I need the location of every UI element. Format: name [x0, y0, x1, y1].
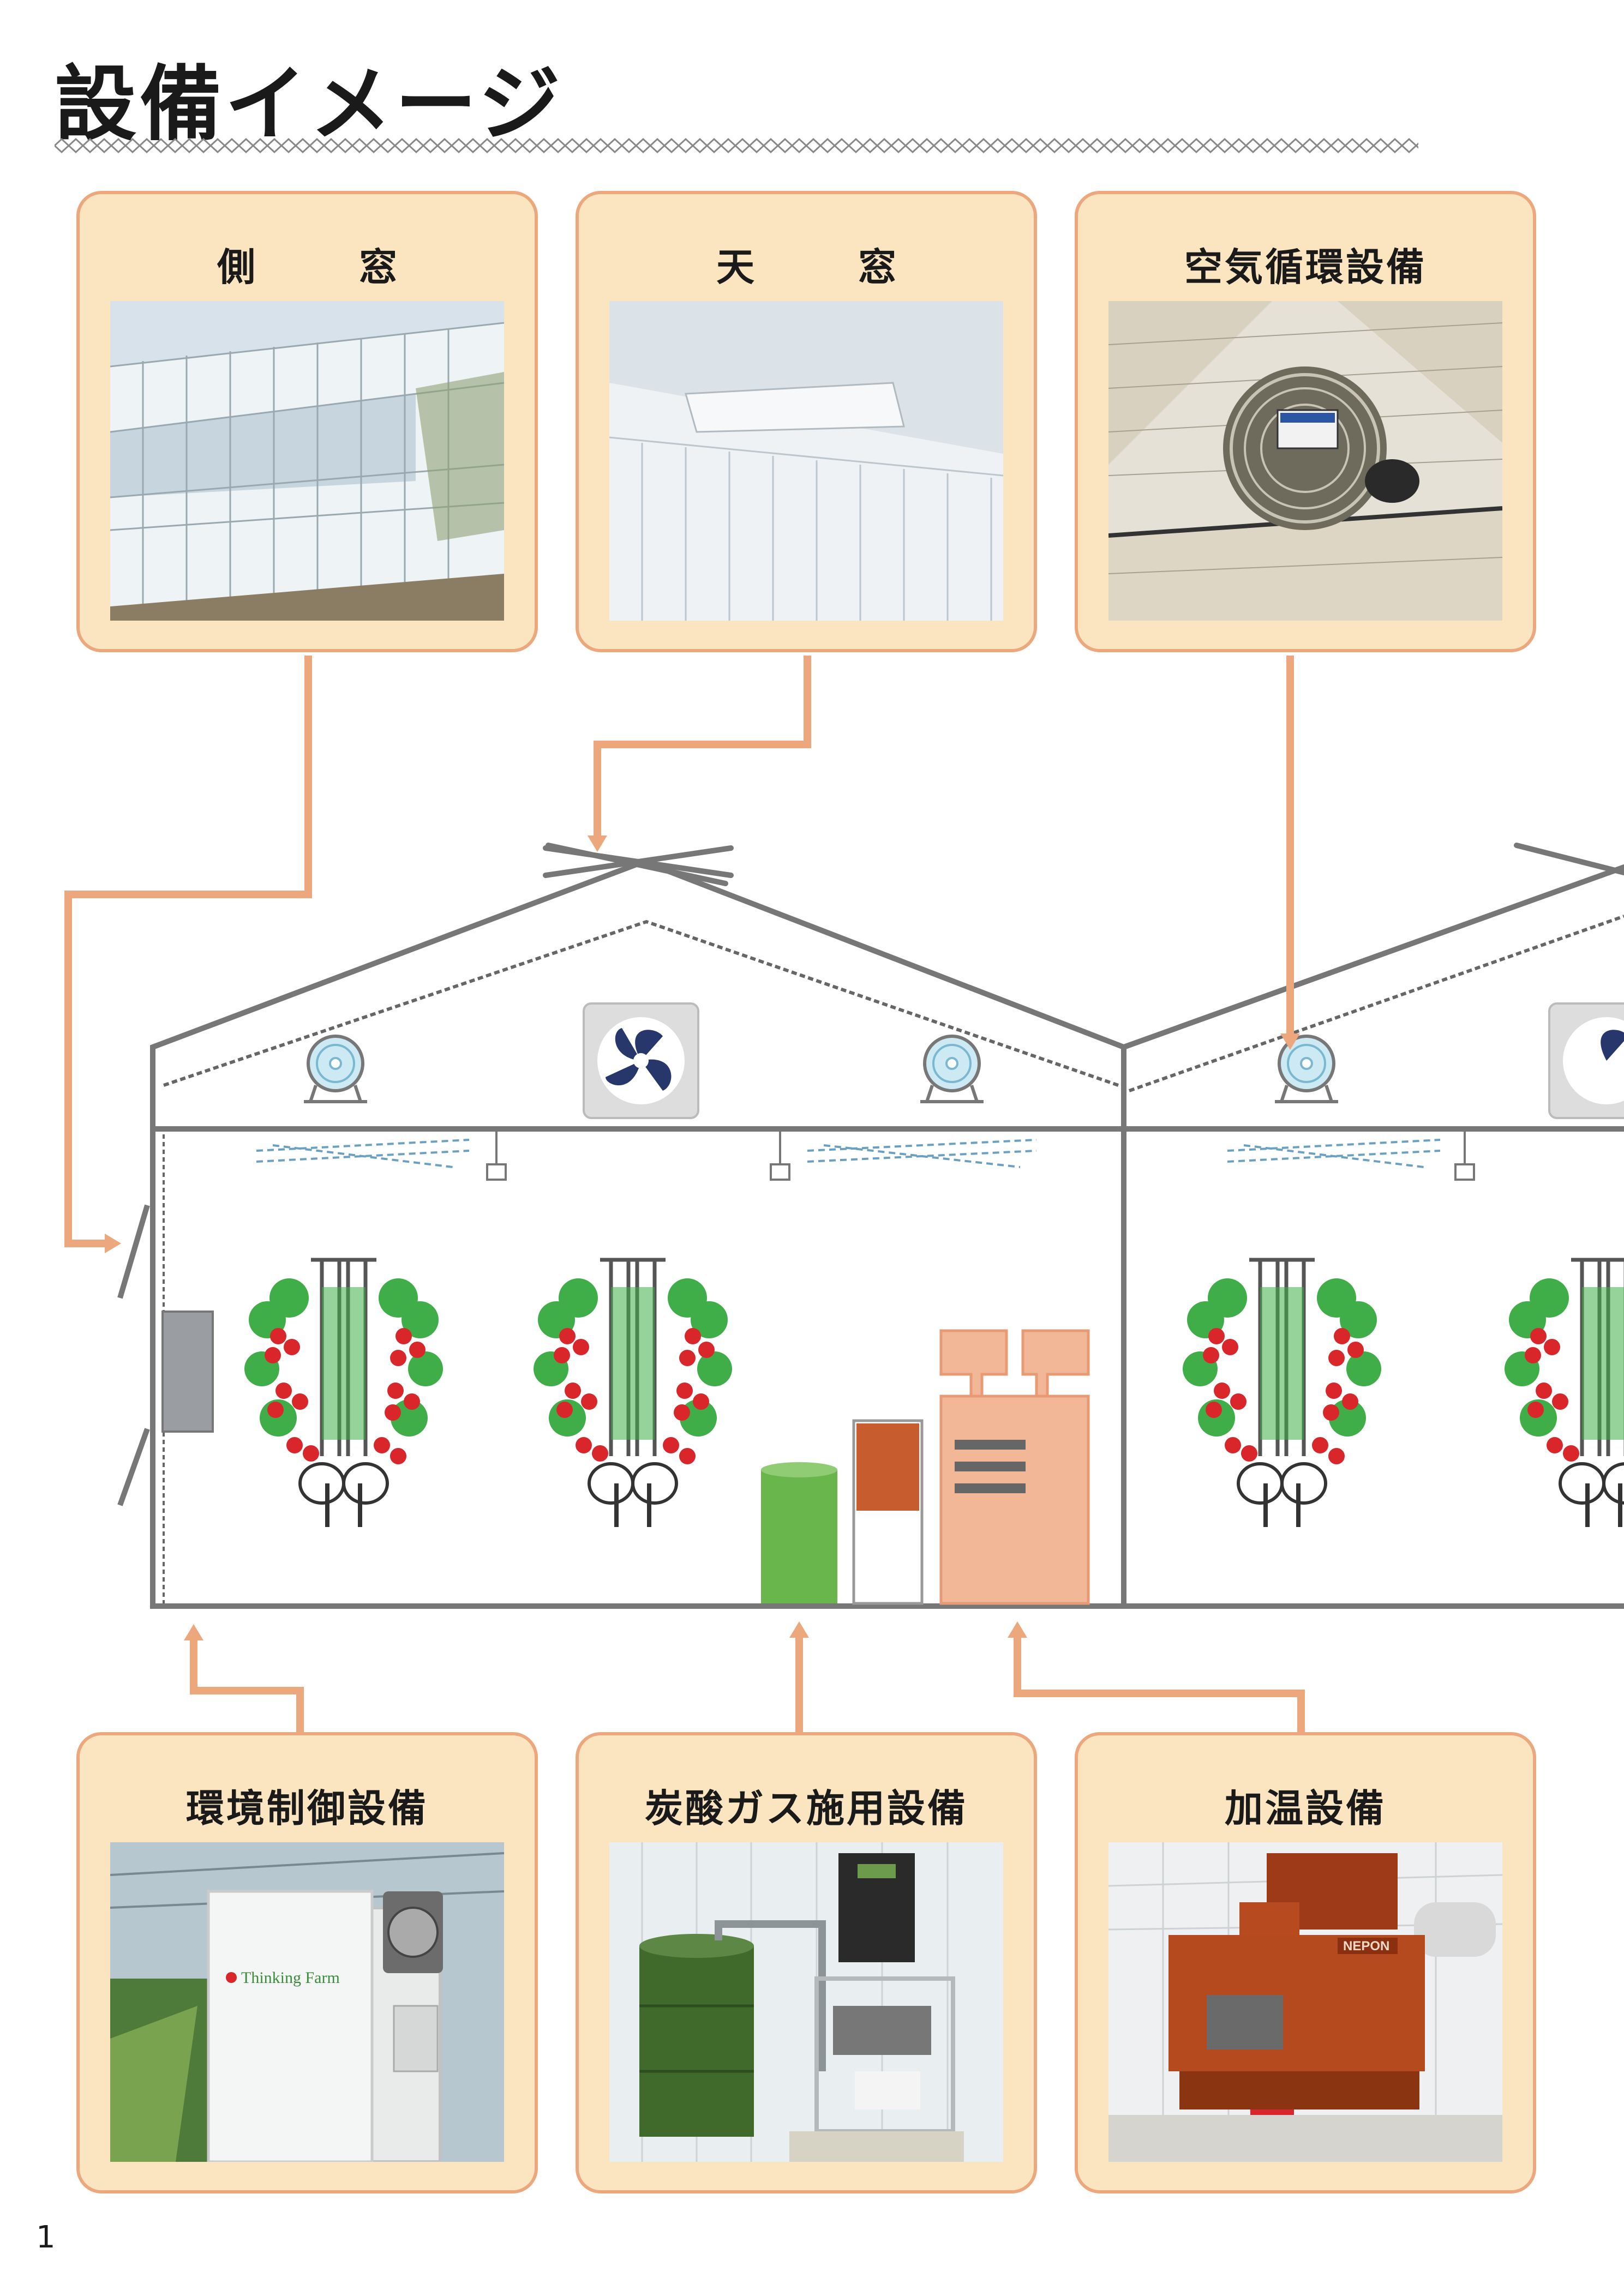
exhaust-fan-icon	[583, 1002, 699, 1119]
greenhouse-roof-window-photo	[609, 301, 1003, 621]
greenhouse-roof	[150, 843, 1624, 1053]
connector-arrowheads	[105, 836, 1300, 1640]
circulation-fan-photo	[1108, 301, 1502, 621]
environment-control-box-icon	[161, 1311, 214, 1433]
side-window-panels	[117, 1204, 150, 1506]
greenhouse-frame	[150, 1047, 1624, 1609]
sensor-icon	[486, 1132, 1475, 1181]
circulation-fan-icon	[920, 1036, 984, 1102]
card-label: 空気循環設備	[1184, 245, 1427, 290]
connector-lines	[64, 656, 1305, 1762]
heater-photo: NEPON	[1108, 1842, 1502, 2162]
control-box-photo: Thinking Farm	[110, 1842, 504, 2162]
card-air-circulation: 空気循環設備	[1075, 191, 1536, 652]
card-side-window: 側 窓	[76, 191, 538, 652]
photo-brand-text: Thinking Farm	[241, 1969, 340, 1987]
card-roof-window: 天 窓	[576, 191, 1037, 652]
title-rule	[55, 137, 1418, 154]
co2-tank-photo	[609, 1842, 1003, 2162]
tomato-plant-icon	[1183, 1260, 1381, 1527]
heater-icon	[939, 1329, 1090, 1605]
exhaust-fan-icon	[1548, 1002, 1624, 1119]
card-label: 加温設備	[1225, 1786, 1386, 1831]
card-label: 環境制御設備	[186, 1786, 428, 1831]
card-label: 側 窓	[217, 245, 430, 290]
roof-curtain	[163, 915, 1624, 1092]
tomato-plant-icon	[534, 1260, 732, 1527]
page-title: 設備イメージ	[55, 57, 564, 152]
card-label: 炭酸ガス施用設備	[645, 1786, 968, 1831]
page-number: 1	[36, 2220, 56, 2255]
co2-tank-icon	[761, 1462, 837, 1603]
tomato-plant-icon	[1505, 1260, 1624, 1527]
card-co2-supply: 炭酸ガス施用設備	[576, 1732, 1037, 2193]
tomato-plant-icon	[244, 1260, 443, 1527]
card-environment-control: 環境制御設備 Thinking Farm	[76, 1732, 538, 2193]
circulation-fan-icon	[1275, 1036, 1338, 1102]
circulation-fan-icon	[304, 1036, 367, 1102]
mist-nozzles	[256, 1139, 1441, 1168]
card-heating: 加温設備 NEPON	[1075, 1732, 1536, 2193]
photo-brand-text: NEPON	[1343, 1939, 1389, 1954]
card-label: 天 窓	[716, 245, 929, 290]
co2-control-panel-icon	[852, 1419, 924, 1605]
greenhouse-side-window-photo	[110, 301, 504, 621]
